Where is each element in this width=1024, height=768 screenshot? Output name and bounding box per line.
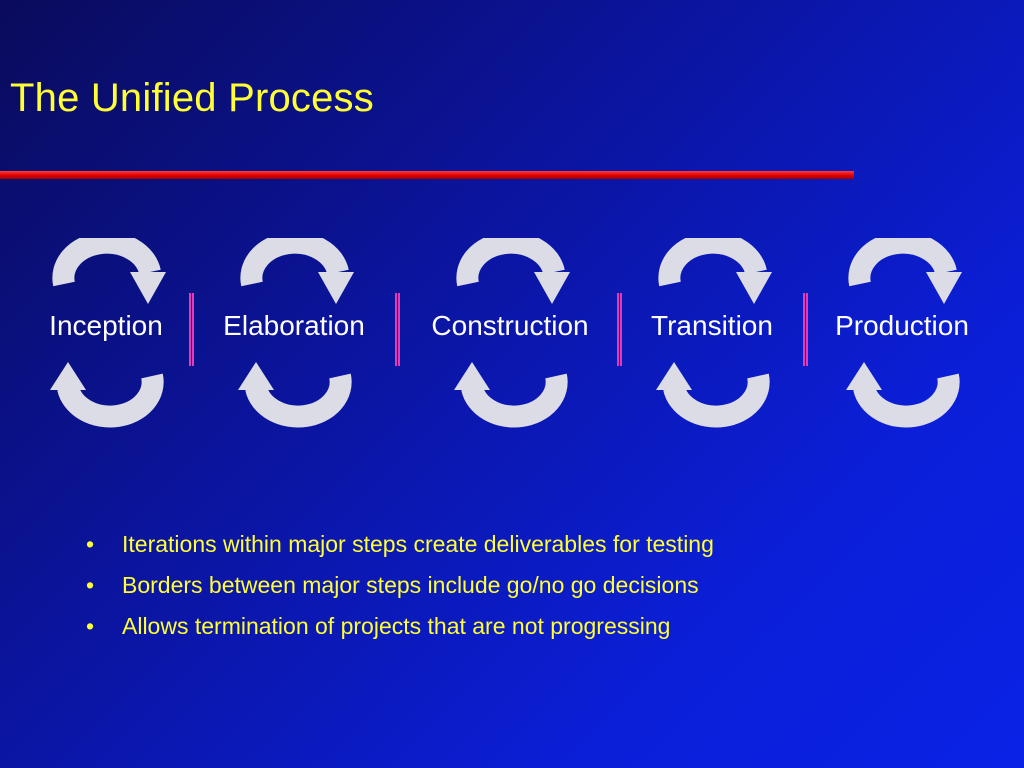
phase-production: Production (802, 238, 1002, 428)
bullet-dot-icon: • (86, 572, 95, 598)
bullet-item: • Iterations within major steps create de… (86, 528, 714, 569)
phase-divider (189, 293, 194, 366)
phase-label: Construction (431, 310, 589, 341)
cycle-arrow-top-icon (240, 238, 354, 304)
phase-label: Inception (49, 310, 163, 341)
cycle-arrow-bottom-icon (50, 362, 164, 428)
cycle-arrow-bottom-icon (656, 362, 770, 428)
phase-elaboration: Elaboration (194, 238, 394, 428)
cycle-arrow-top-icon (456, 238, 570, 304)
title-rule (0, 171, 854, 179)
cycle-arrow-top-icon (52, 238, 166, 304)
cycle-arrow-top-icon (658, 238, 772, 304)
bullet-text: Borders between major steps include go/n… (122, 572, 699, 598)
bullet-dot-icon: • (86, 613, 95, 639)
phase-divider (395, 293, 400, 366)
cycle-arrow-bottom-icon (238, 362, 352, 428)
bullet-text: Iterations within major steps create del… (122, 531, 714, 557)
phase-label: Transition (651, 310, 773, 341)
slide-title: The Unified Process (10, 76, 374, 120)
bullet-dot-icon: • (86, 531, 95, 557)
phase-inception: Inception (6, 238, 206, 428)
bullet-list: • Iterations within major steps create de… (86, 528, 714, 651)
bullet-text: Allows termination of projects that are … (122, 613, 671, 639)
cycle-arrow-bottom-icon (454, 362, 568, 428)
phase-label: Elaboration (223, 310, 365, 341)
bullet-item: • Borders between major steps include go/… (86, 569, 714, 610)
phase-divider (803, 293, 808, 366)
bullet-item: • Allows termination of projects that are… (86, 610, 714, 651)
phase-divider (617, 293, 622, 366)
cycle-arrow-bottom-icon (846, 362, 960, 428)
cycle-arrow-top-icon (848, 238, 962, 304)
phase-transition: Transition (612, 238, 812, 428)
phase-construction: Construction (410, 238, 610, 428)
phase-label: Production (835, 310, 969, 341)
